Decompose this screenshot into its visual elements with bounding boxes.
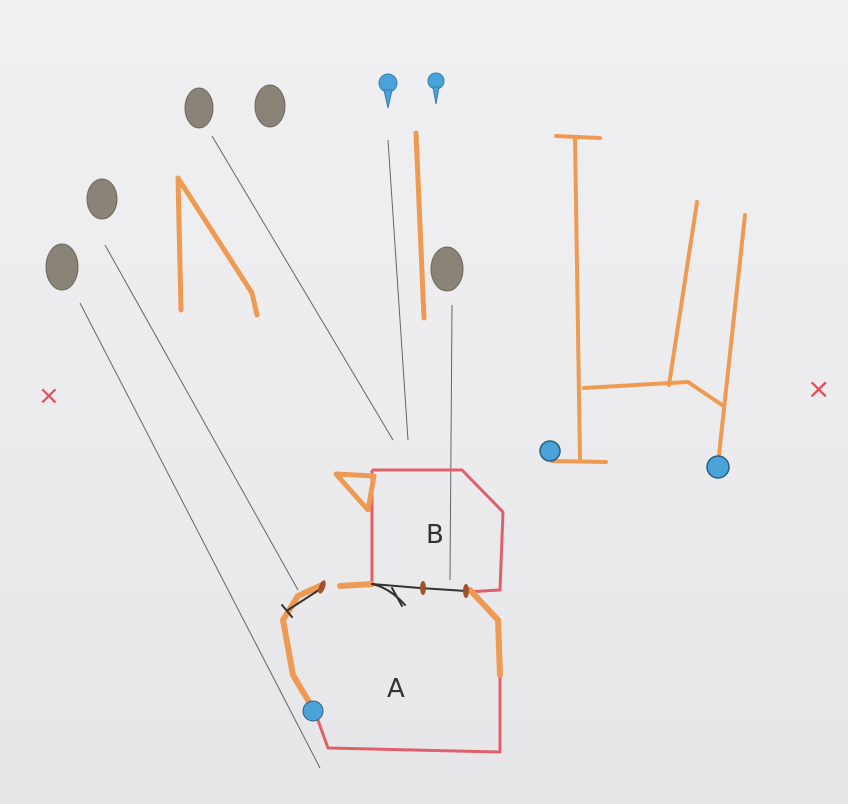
brown-mark-2 xyxy=(254,84,286,128)
blue-pins xyxy=(378,72,445,109)
sight-line-4 xyxy=(387,139,409,441)
door-lines xyxy=(281,583,467,618)
brown-mark-1 xyxy=(184,87,214,129)
blue-dot-room-a xyxy=(302,700,324,722)
room-a: A xyxy=(280,580,503,754)
room-a-red-outline xyxy=(313,675,502,754)
orange-strokes-top xyxy=(175,130,427,321)
orange-vertical-stroke xyxy=(413,130,427,321)
orange-h-structure xyxy=(550,134,747,464)
room-b-label: B xyxy=(426,520,444,550)
sight-line-2 xyxy=(104,244,299,591)
red-x-marker-left: × xyxy=(38,381,60,411)
room-a-label: A xyxy=(387,674,405,704)
brown-mark-3 xyxy=(86,178,118,220)
blue-dot-right-foot xyxy=(706,455,730,479)
blue-dots-right xyxy=(539,440,730,479)
blue-pin-1 xyxy=(378,73,398,109)
sight-lines xyxy=(79,135,453,769)
brown-mark-4 xyxy=(45,243,79,291)
brown-mark-5 xyxy=(430,246,464,292)
sight-line-3 xyxy=(211,135,394,441)
room-b-triangle xyxy=(333,471,377,513)
hinge-marks xyxy=(318,580,469,598)
room-a-orange-wall-right xyxy=(467,587,503,678)
brown-marks xyxy=(45,84,464,292)
room-b: B xyxy=(333,468,505,594)
room-a-orange-wall-left xyxy=(280,582,325,715)
blue-pin-2 xyxy=(427,72,445,105)
red-x-marker-right: × xyxy=(807,372,830,405)
blue-dot-left-foot xyxy=(539,440,561,462)
orange-v-stroke xyxy=(175,175,260,318)
room-a-orange-wall-top xyxy=(337,581,375,589)
sight-line-1 xyxy=(79,302,321,769)
sight-line-5 xyxy=(449,304,453,581)
